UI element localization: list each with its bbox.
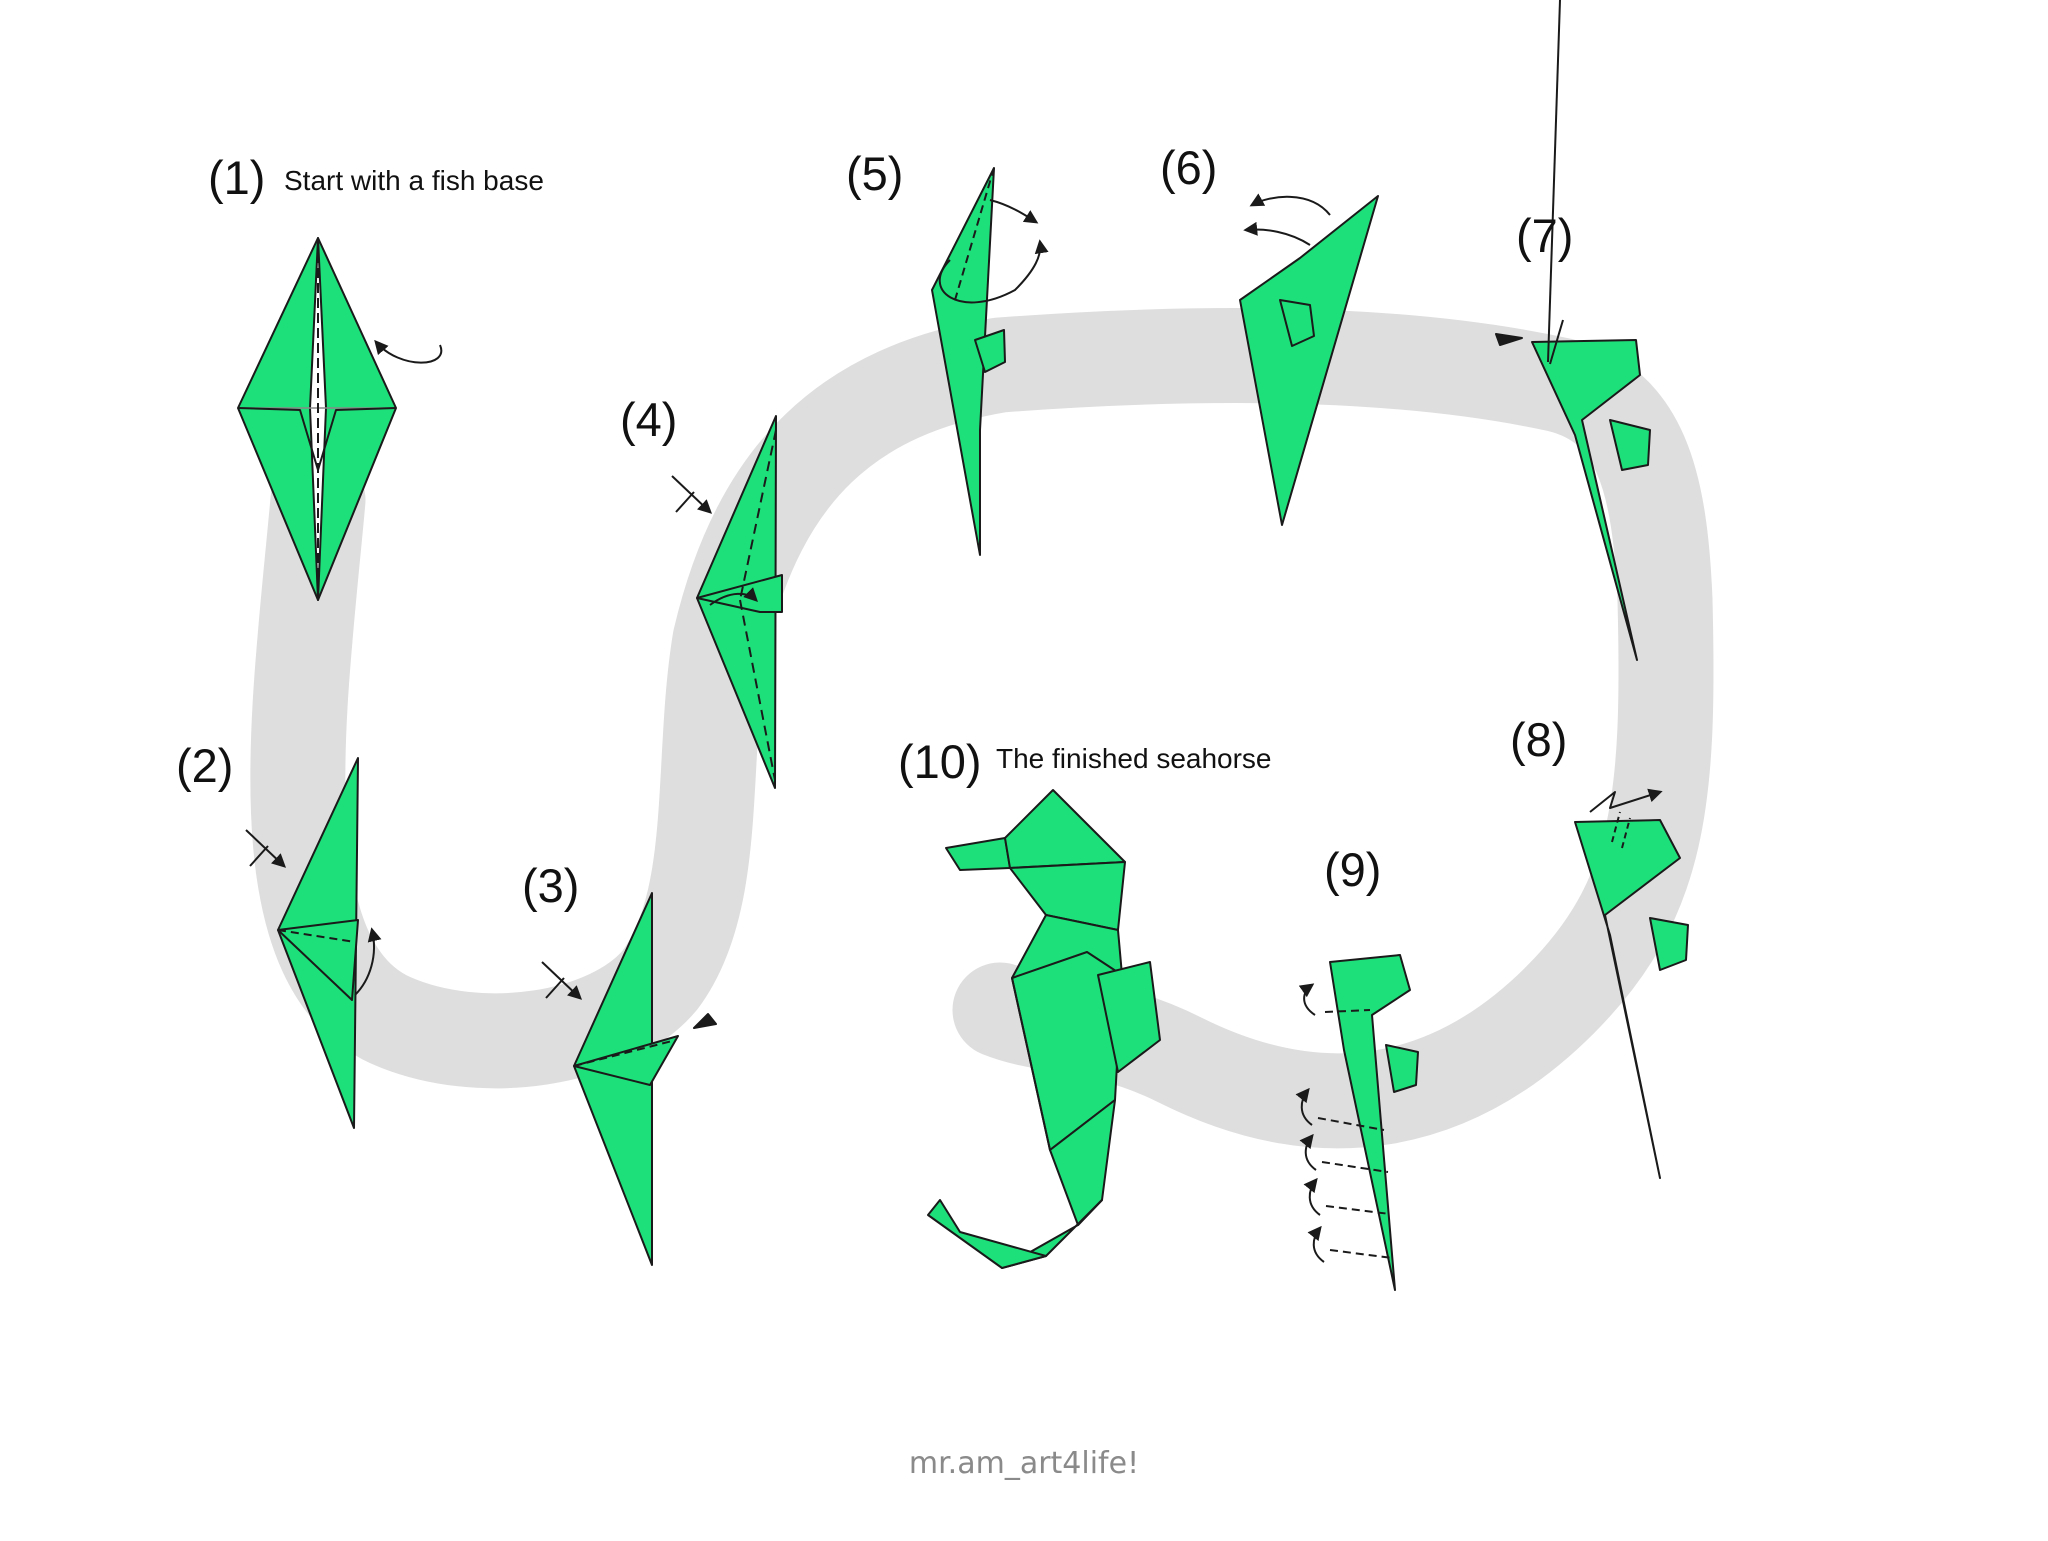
step-6-figure <box>1239 193 1379 526</box>
credit-watermark: mr.am_art4life! <box>908 1446 1140 1481</box>
step-10-number: (10) <box>898 735 982 788</box>
step-6-number: (6) <box>1160 141 1218 194</box>
step-2-figure <box>245 757 382 1129</box>
step-4-figure <box>671 415 783 789</box>
step-9-number: (9) <box>1324 843 1382 896</box>
step-1-figure <box>237 237 443 601</box>
step-10-caption: The finished seahorse <box>996 743 1272 774</box>
sequence-path <box>250 308 1714 1149</box>
step-1-caption: Start with a fish base <box>284 165 544 196</box>
step-3-figure <box>541 892 717 1266</box>
step-4-number: (4) <box>620 393 678 446</box>
step-5-figure <box>931 167 1049 556</box>
step-7-figure <box>1495 0 1651 661</box>
step-1-number: (1) <box>208 151 266 204</box>
step-7-number: (7) <box>1516 209 1574 262</box>
step-10-figure <box>927 789 1161 1269</box>
step-2-number: (2) <box>176 739 234 792</box>
step-5-number: (5) <box>846 147 904 200</box>
step-8-figure <box>1574 788 1689 1179</box>
step-9-figure <box>1295 954 1419 1291</box>
step-8-number: (8) <box>1510 713 1568 766</box>
step-3-number: (3) <box>522 859 580 912</box>
